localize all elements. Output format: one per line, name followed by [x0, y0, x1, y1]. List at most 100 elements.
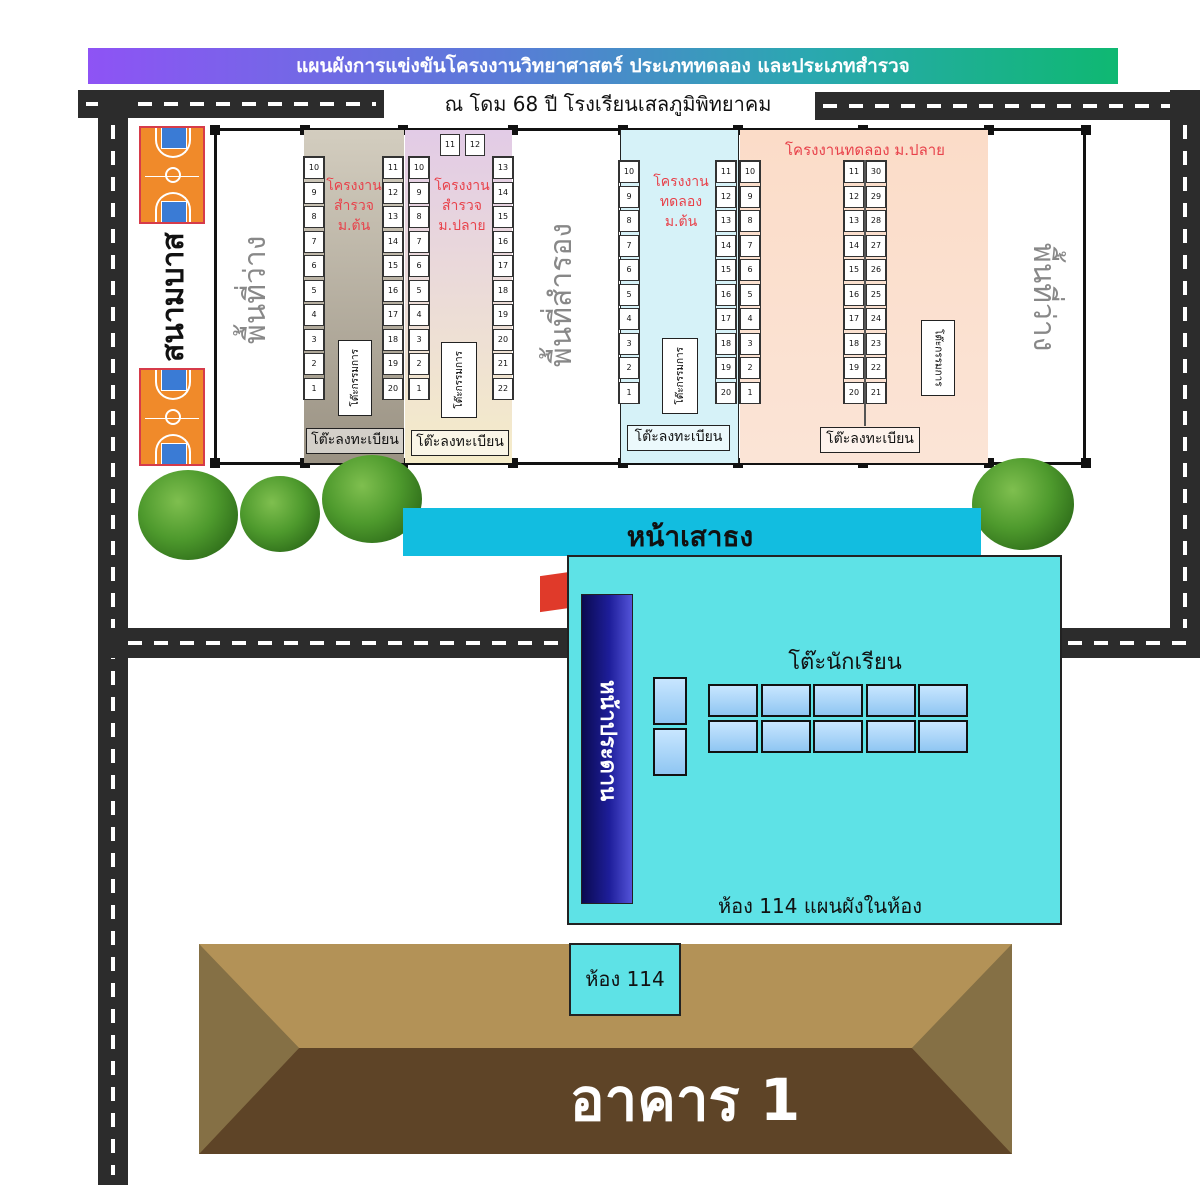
seat: 11 [844, 161, 864, 183]
seat: 19 [383, 353, 403, 375]
post [398, 458, 408, 468]
seat: 6 [619, 259, 639, 281]
seat: 18 [716, 332, 736, 355]
seat-column [408, 156, 430, 400]
registration-desk: โต๊ะลงทะเบียน [627, 425, 730, 451]
stage-label: หน้าประดาน [595, 680, 620, 802]
seat: 25 [866, 283, 886, 306]
building-side-right [912, 944, 1012, 1154]
seat: 2 [740, 357, 760, 379]
room-114-door: ห้อง 114 [569, 943, 681, 1016]
dome-top-line [213, 128, 1087, 131]
seat: 2 [304, 353, 324, 375]
seat: 15 [716, 259, 736, 281]
seat: 15 [493, 206, 513, 228]
seat: 7 [740, 234, 760, 257]
building-roof-lower [199, 1048, 1012, 1154]
seat: 12 [465, 134, 485, 156]
empty-area-right-label: พื้นที่ว่าง [1026, 242, 1061, 352]
seat: 4 [304, 304, 324, 326]
seat: 6 [740, 259, 760, 281]
room-plan-label: ห้อง 114 แผนผังในห้อง [717, 894, 922, 918]
student-desk [865, 684, 916, 717]
seat: 22 [866, 357, 886, 379]
seat-column [382, 156, 404, 400]
seat: 18 [493, 279, 513, 302]
post [984, 125, 994, 135]
seat: 28 [866, 210, 886, 232]
venue-label: ณ โดม 68 ปี โรงเรียนเสลภูมิพิทยาคม [444, 92, 772, 116]
seat: 14 [493, 181, 513, 204]
seat: 17 [383, 304, 403, 326]
building-name: อาคาร 1 [569, 1066, 801, 1134]
student-desk [918, 684, 968, 717]
student-desk [653, 677, 687, 725]
seat: 12 [716, 185, 736, 208]
seat: 11 [716, 161, 736, 183]
seat: 10 [304, 157, 324, 179]
seat: 15 [383, 255, 403, 277]
seat: 1 [304, 377, 324, 400]
seat: 20 [844, 381, 864, 404]
zone-divider [864, 160, 866, 426]
registration-desk: โต๊ะลงทะเบียน [306, 428, 404, 454]
seat: 26 [866, 259, 886, 281]
seat: 4 [619, 308, 639, 330]
post [508, 458, 518, 468]
seat: 8 [409, 206, 429, 228]
seat: 17 [716, 308, 736, 330]
zone-experiment-upper-label: โครงงานทดลอง ม.ปลาย [785, 141, 945, 159]
seat: 1 [740, 381, 760, 404]
seat: 20 [383, 377, 403, 400]
seat: 8 [740, 210, 760, 232]
seat: 11 [383, 157, 403, 179]
seat: 9 [619, 185, 639, 208]
student-desk [813, 684, 863, 717]
seat: 5 [740, 283, 760, 306]
seat: 13 [493, 157, 513, 179]
seat: 13 [716, 210, 736, 232]
seat: 7 [409, 230, 429, 253]
red-marker [540, 571, 570, 613]
student-desk [653, 728, 687, 776]
student-desk [813, 720, 863, 753]
road-middle-dash [128, 641, 558, 645]
post [1081, 458, 1091, 468]
seat: 18 [844, 332, 864, 355]
tree [138, 470, 238, 560]
student-desk [865, 720, 916, 753]
seat: 17 [493, 255, 513, 277]
registration-desk: โต๊ะลงทะเบียน [411, 430, 509, 456]
zone-survey-upper-label: โครงงาน สำรวจ ม.ปลาย [434, 178, 490, 234]
seat: 1 [409, 377, 429, 400]
seat-column [715, 160, 737, 404]
flagpole-label: หน้าเสาธง [626, 520, 754, 553]
seat: 12 [844, 185, 864, 208]
seat: 14 [383, 230, 403, 253]
stage-board [581, 594, 633, 904]
reserve-area-label: พื้นที่สำรอง [544, 223, 579, 367]
road-middle-right-dash [1068, 641, 1193, 645]
post [984, 458, 994, 468]
zone-experiment-lower-label: โครงงาน ทดลอง ม.ต้น [653, 174, 709, 230]
seat: 16 [844, 283, 864, 306]
seat: 2 [619, 357, 639, 379]
seat: 4 [409, 304, 429, 326]
seat: 20 [493, 328, 513, 351]
seat: 29 [866, 185, 886, 208]
seat: 7 [304, 230, 324, 253]
post [508, 125, 518, 135]
seat: 23 [866, 332, 886, 355]
seat: 13 [383, 206, 403, 228]
dome-left-line [214, 128, 217, 465]
seat: 3 [740, 332, 760, 355]
seat: 3 [304, 328, 324, 351]
road-top-left-dash [86, 102, 376, 106]
student-desk [708, 684, 758, 717]
building-side-left [199, 944, 299, 1154]
seat: 3 [619, 332, 639, 355]
seat: 12 [383, 181, 403, 204]
dome-right-line [1083, 128, 1086, 465]
seat: 1 [619, 381, 639, 404]
judge-table: โต๊ะกรรมการ [662, 338, 698, 414]
